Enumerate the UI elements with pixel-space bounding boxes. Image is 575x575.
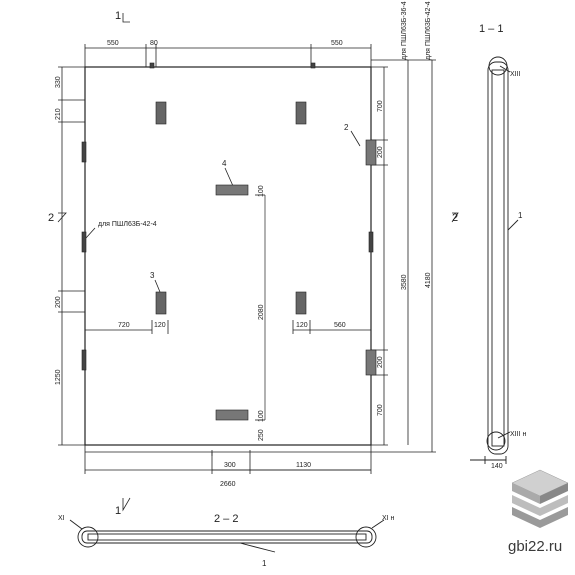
embedded-part-mid-right <box>295 291 307 315</box>
embedded-part-2-top <box>365 139 377 166</box>
gbi-logo-icon <box>511 469 569 528</box>
dim-560: 560 <box>334 322 346 329</box>
dim-top-550-left: 550 <box>107 40 119 47</box>
dim-inner-100-b: 100 <box>258 410 265 422</box>
edge-part-left-1 <box>81 141 87 163</box>
edge-part-left-3 <box>81 349 87 371</box>
dim-4180: 4180 <box>425 272 432 288</box>
edge-part-right-1 <box>368 231 374 253</box>
section-mark-1-top: 1 <box>115 10 121 22</box>
edge-part-top <box>149 62 155 69</box>
embedded-part-mid-left <box>155 291 167 315</box>
dim-left-330: 330 <box>55 76 62 88</box>
dim-inner-100-a: 100 <box>258 185 265 197</box>
note-psh-36: для ПШЛ63Б-36-4 <box>401 1 408 60</box>
section-1-1 <box>470 56 519 464</box>
panel-outline <box>84 66 372 446</box>
note-psh-42-left: для ПШЛ63Б-42-4 <box>98 221 157 228</box>
embedded-part-4-top <box>215 184 249 196</box>
pos-1: 1 <box>262 559 267 568</box>
pos-3: 3 <box>150 271 155 280</box>
embedded-part-2-bottom <box>365 349 377 376</box>
edge-part-left-2 <box>81 231 87 253</box>
section-title-1-1: 1 – 1 <box>479 23 503 35</box>
embedded-part-4-bottom <box>215 409 249 421</box>
dim-top-550-right: 550 <box>331 40 343 47</box>
embedded-part-top-left <box>155 101 167 125</box>
section-2-2 <box>69 519 385 553</box>
dim-3580: 3580 <box>401 274 408 290</box>
node-xi-n: XI н <box>382 515 395 522</box>
dim-right-700-top: 700 <box>377 100 384 112</box>
dim-inner-250: 250 <box>258 429 265 441</box>
dim-300: 300 <box>224 462 236 469</box>
dim-right-200-a: 200 <box>377 146 384 158</box>
dim-top-80: 80 <box>150 40 158 47</box>
dim-right-700-bot: 700 <box>377 404 384 416</box>
dim-right-200-b: 200 <box>377 356 384 368</box>
pos-1-section: 1 <box>518 211 523 220</box>
dim-left-210: 210 <box>55 108 62 120</box>
dim-left-200: 200 <box>55 296 62 308</box>
dim-720: 720 <box>118 322 130 329</box>
section-title-2-2: 2 – 2 <box>214 513 238 525</box>
pos-4: 4 <box>222 159 227 168</box>
node-xi: XI <box>58 515 65 522</box>
dim-120-a: 120 <box>154 322 166 329</box>
embedded-part-top-right <box>295 101 307 125</box>
dim-inner-2080: 2080 <box>258 304 265 320</box>
section-mark-2-left: 2 <box>48 212 54 224</box>
site-watermark: gbi22.ru <box>508 538 562 555</box>
section-mark-2-right: 2 <box>452 212 458 224</box>
dim-2660: 2660 <box>220 481 236 488</box>
dim-140: 140 <box>491 463 503 470</box>
node-xiii: XIII <box>510 71 521 78</box>
note-psh-42-right: для ПШЛ63Б-42-4 <box>425 1 432 60</box>
node-xiii-n: XIII н <box>510 431 526 438</box>
dim-1130: 1130 <box>296 462 311 469</box>
section-mark-1-bottom: 1 <box>115 505 121 517</box>
dim-120-b: 120 <box>296 322 308 329</box>
dim-left-1250: 1250 <box>55 369 62 385</box>
pos-2: 2 <box>344 123 349 132</box>
edge-part-top-2 <box>310 62 316 69</box>
